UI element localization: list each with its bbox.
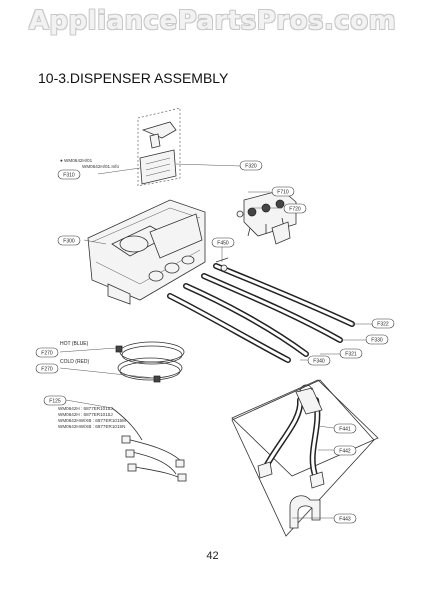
page-title: 10-3.DISPENSER ASSEMBLY — [38, 70, 229, 86]
harness-note-1: WM0642H : 6877ER1015J — [58, 406, 113, 411]
leader-lines — [59, 163, 372, 519]
callout-c1-label: F320 — [245, 164, 257, 170]
callout-c4-label: F720 — [289, 207, 301, 213]
callout-c10-label: F270 — [41, 351, 53, 357]
callout-c5: F450 — [211, 237, 235, 248]
callout-c13-label: F441 — [339, 427, 351, 433]
callout-c11-label: F270 — [41, 367, 53, 373]
callout-c9: F340 — [307, 355, 331, 366]
callout-c16-label: F310 — [63, 173, 75, 179]
callout-c14-label: F442 — [339, 449, 351, 455]
inlet-hose — [257, 384, 325, 489]
water-valve — [236, 189, 297, 245]
dispenser-cap — [137, 107, 181, 187]
callout-c3: F710 — [271, 186, 295, 197]
callout-c1: F320 — [239, 160, 263, 171]
callout-c15-label: F443 — [339, 517, 351, 523]
dispenser-hoses — [167, 257, 355, 363]
dispenser-note-2: WM0642H/01.Info — [82, 164, 119, 169]
harness-note-2: WM0642H : 6877ER1015J — [58, 412, 113, 417]
callout-c13: F441 — [333, 423, 357, 434]
callout-c15: F443 — [333, 513, 357, 524]
callout-c7: F330 — [365, 334, 389, 345]
cold-label: COLD (RED) — [60, 359, 90, 365]
inset-frame — [231, 379, 375, 537]
callout-c5-label: F450 — [217, 241, 229, 247]
callout-c16: F310 — [57, 169, 81, 180]
callout-c2-label: F300 — [63, 239, 75, 245]
callout-c8-label: F321 — [345, 352, 357, 358]
callout-c7-label: F330 — [371, 338, 383, 344]
callout-c14: F442 — [333, 445, 357, 456]
dispenser-housing — [87, 199, 206, 305]
hose-clamps — [115, 341, 185, 383]
callout-c12-label: F125 — [49, 399, 61, 405]
callout-c4: F720 — [283, 203, 307, 214]
harness-note-4: WM0642HW/XB : 6877ER1015N — [58, 424, 125, 429]
callout-c10: F270 — [35, 347, 59, 358]
callout-c11: F270 — [35, 363, 59, 374]
hot-label: HOT (BLUE) — [60, 341, 89, 347]
callout-c2: F300 — [57, 235, 81, 246]
callout-c8: F321 — [339, 348, 363, 359]
watermark-logo: AppliancePartsPros.com — [28, 6, 397, 36]
harness-note-3: WM0642HW/XB : 6877ER1015M — [58, 418, 126, 423]
callout-c12: F125 — [43, 395, 67, 406]
dispenser-note-1: ● WM0642H/01 — [60, 158, 93, 163]
callout-c6: F322 — [371, 318, 395, 329]
callout-c6-label: F322 — [377, 322, 389, 328]
wire-harness — [111, 407, 187, 482]
callout-c9-label: F340 — [313, 359, 325, 365]
callout-c3-label: F710 — [277, 190, 289, 196]
page-number: 42 — [206, 550, 219, 562]
hose-bracket — [289, 495, 321, 529]
